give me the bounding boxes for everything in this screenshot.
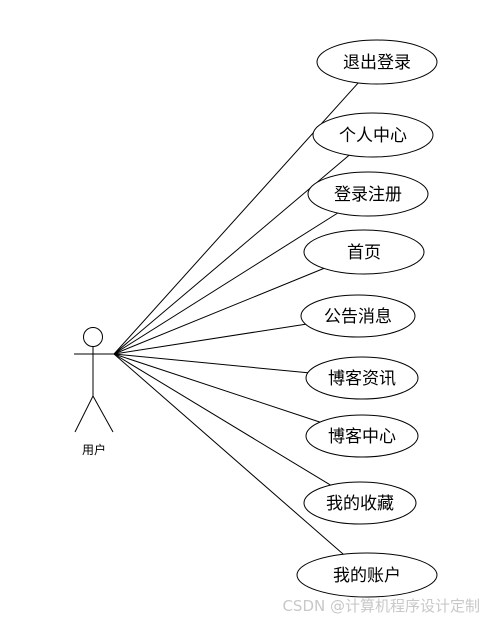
actor-head [83, 327, 103, 347]
use-case-ellipse [305, 356, 419, 400]
association-line-blog-center [113, 353, 321, 423]
watermark: CSDN @计算机程序设计定制 [282, 597, 480, 615]
use-case-label: 我的账户 [333, 566, 401, 586]
use-case-ellipse [312, 112, 434, 158]
actor-label: 用户 [82, 442, 106, 457]
association-line-login-register [113, 212, 339, 355]
use-case-personal-center: 个人中心 [312, 112, 434, 158]
use-case-announcements: 公告消息 [300, 294, 416, 338]
use-case-ellipse [300, 294, 416, 338]
actor-right-leg [92, 395, 114, 433]
actor-left-leg [74, 395, 94, 433]
use-case-label: 退出登录 [343, 53, 411, 73]
use-case-label: 博客中心 [328, 427, 396, 447]
use-case-ellipse [303, 229, 425, 275]
use-case-my-account: 我的账户 [296, 552, 438, 598]
use-case-login-register: 登录注册 [307, 171, 429, 217]
use-case-my-favorites: 我的收藏 [303, 481, 417, 525]
association-line-announcements [113, 323, 306, 355]
actor-user: 用户 [74, 327, 118, 457]
use-case-label: 登录注册 [334, 185, 402, 205]
association-line-my-account [113, 353, 344, 555]
use-case-blog-center: 博客中心 [305, 414, 419, 458]
use-case-ellipse [307, 171, 429, 217]
association-line-my-favorites [113, 353, 331, 486]
use-case-label: 首页 [347, 243, 381, 263]
use-case-ellipse [316, 39, 438, 85]
use-case-logout: 退出登录 [316, 39, 438, 85]
use-case-label: 个人中心 [339, 126, 407, 146]
use-case-label: 博客资讯 [328, 369, 396, 389]
use-case-ellipse [303, 481, 417, 525]
use-case-label: 公告消息 [324, 307, 392, 327]
use-case-ellipse [305, 414, 419, 458]
use-case-ellipse [296, 552, 438, 598]
stick-figure-icon [74, 327, 118, 433]
association-line-blog-info [113, 353, 308, 374]
use-case-blog-info: 博客资讯 [305, 356, 419, 400]
use-case-home: 首页 [303, 229, 425, 275]
use-case-label: 我的收藏 [326, 494, 394, 514]
association-line-home [113, 267, 325, 355]
